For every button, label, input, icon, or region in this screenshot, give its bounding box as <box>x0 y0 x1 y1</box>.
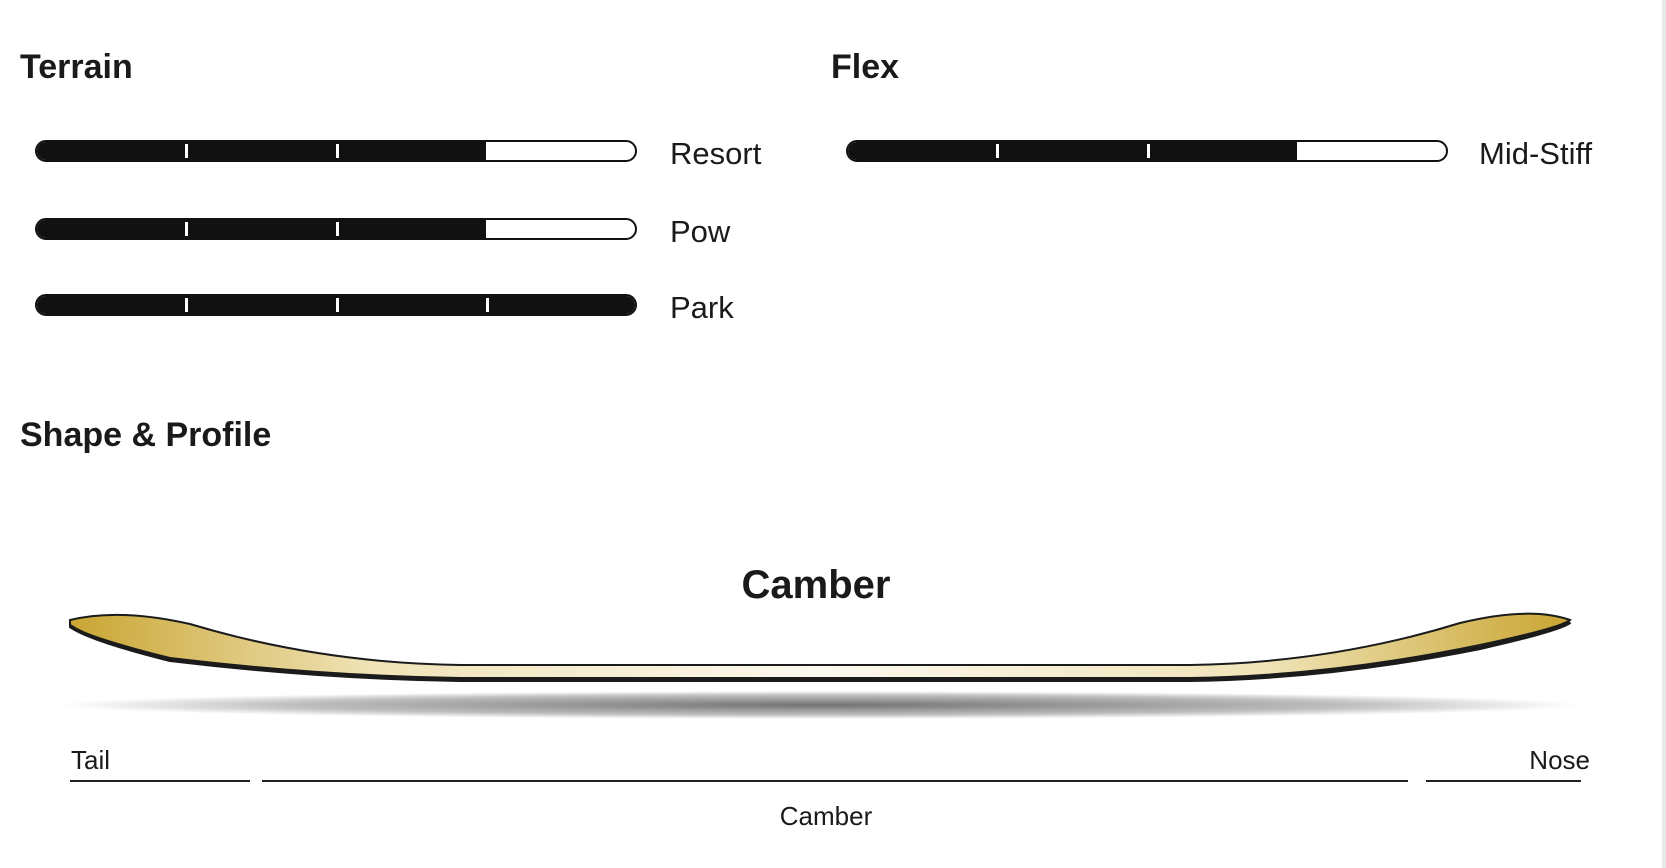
rating-tick <box>336 298 339 312</box>
rating-tick <box>185 144 188 158</box>
terrain-park-label: Park <box>670 290 734 325</box>
flex-heading: Flex <box>831 48 900 86</box>
rating-tick <box>996 144 999 158</box>
board-top <box>69 612 1573 679</box>
rating-tick <box>185 298 188 312</box>
flex-rating-bar <box>846 140 1448 162</box>
nose-segment-line <box>1426 780 1581 782</box>
rating-tick <box>486 222 489 236</box>
board-base-edge <box>68 620 1572 682</box>
shape-profile-heading: Shape & Profile <box>20 416 272 454</box>
rating-tick <box>486 298 489 312</box>
profile-name: Camber <box>741 563 891 607</box>
rating-fill <box>848 142 1297 160</box>
terrain-resort-rating-bar <box>35 140 637 162</box>
terrain-heading: Terrain <box>20 48 133 86</box>
camber-segment-line <box>262 780 1408 782</box>
page-edge <box>1662 0 1666 868</box>
terrain-pow-label: Pow <box>670 214 731 249</box>
tail-label: Tail <box>71 745 111 775</box>
rating-fill <box>37 142 486 160</box>
tail-segment-line <box>70 780 250 782</box>
rating-tick <box>336 144 339 158</box>
rating-tick <box>1297 144 1300 158</box>
rating-tick <box>185 222 188 236</box>
rating-tick <box>1147 144 1150 158</box>
nose-label: Nose <box>1529 745 1590 775</box>
terrain-park-rating-bar <box>35 294 637 316</box>
camber-segment-label: Camber <box>779 801 873 831</box>
flex-level-label: Mid-Stiff <box>1479 136 1593 171</box>
terrain-pow-rating-bar <box>35 218 637 240</box>
board-shadow <box>60 691 1580 719</box>
rating-fill <box>37 220 486 238</box>
snowboard-profile-image <box>60 612 1580 719</box>
rating-tick <box>336 222 339 236</box>
terrain-resort-label: Resort <box>670 136 762 171</box>
rating-tick <box>486 144 489 158</box>
